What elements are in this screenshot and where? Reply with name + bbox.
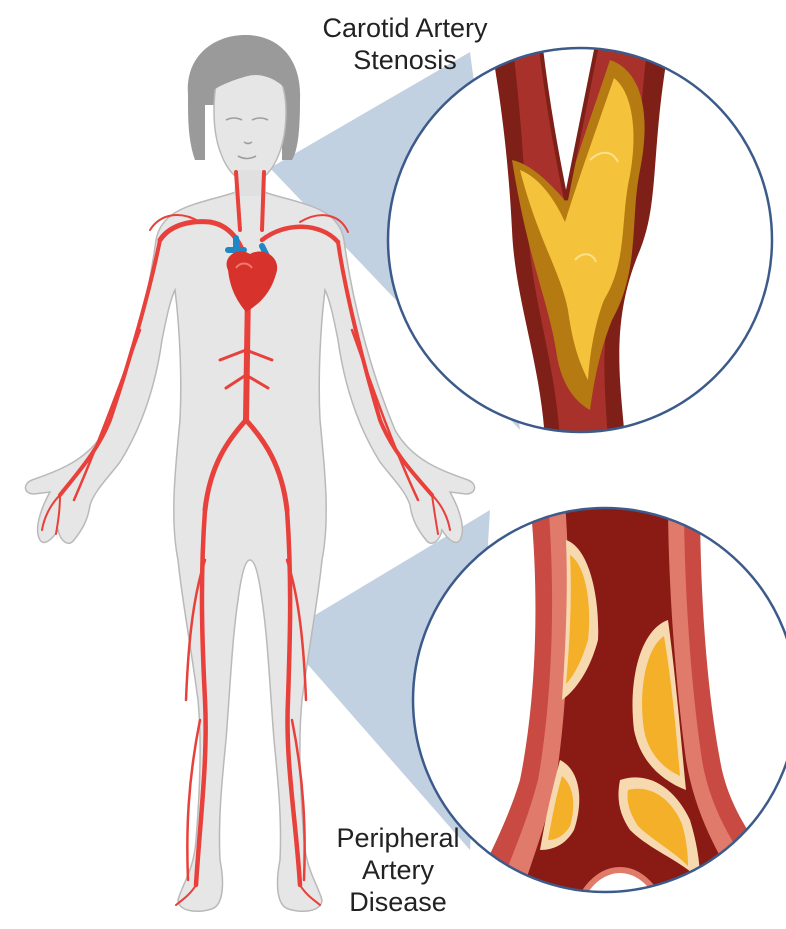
carotid-label-line2: Stenosis: [300, 44, 510, 76]
peripheral-artery-disease-label: Peripheral Artery Disease: [318, 822, 478, 918]
pad-label-line1: Peripheral: [318, 822, 478, 854]
pad-label-line3: Disease: [318, 886, 478, 918]
pad-label-line2: Artery: [318, 854, 478, 886]
carotid-stenosis-label: Carotid Artery Stenosis: [300, 12, 510, 76]
carotid-right: [262, 172, 264, 230]
carotid-label-line1: Carotid Artery: [300, 12, 510, 44]
